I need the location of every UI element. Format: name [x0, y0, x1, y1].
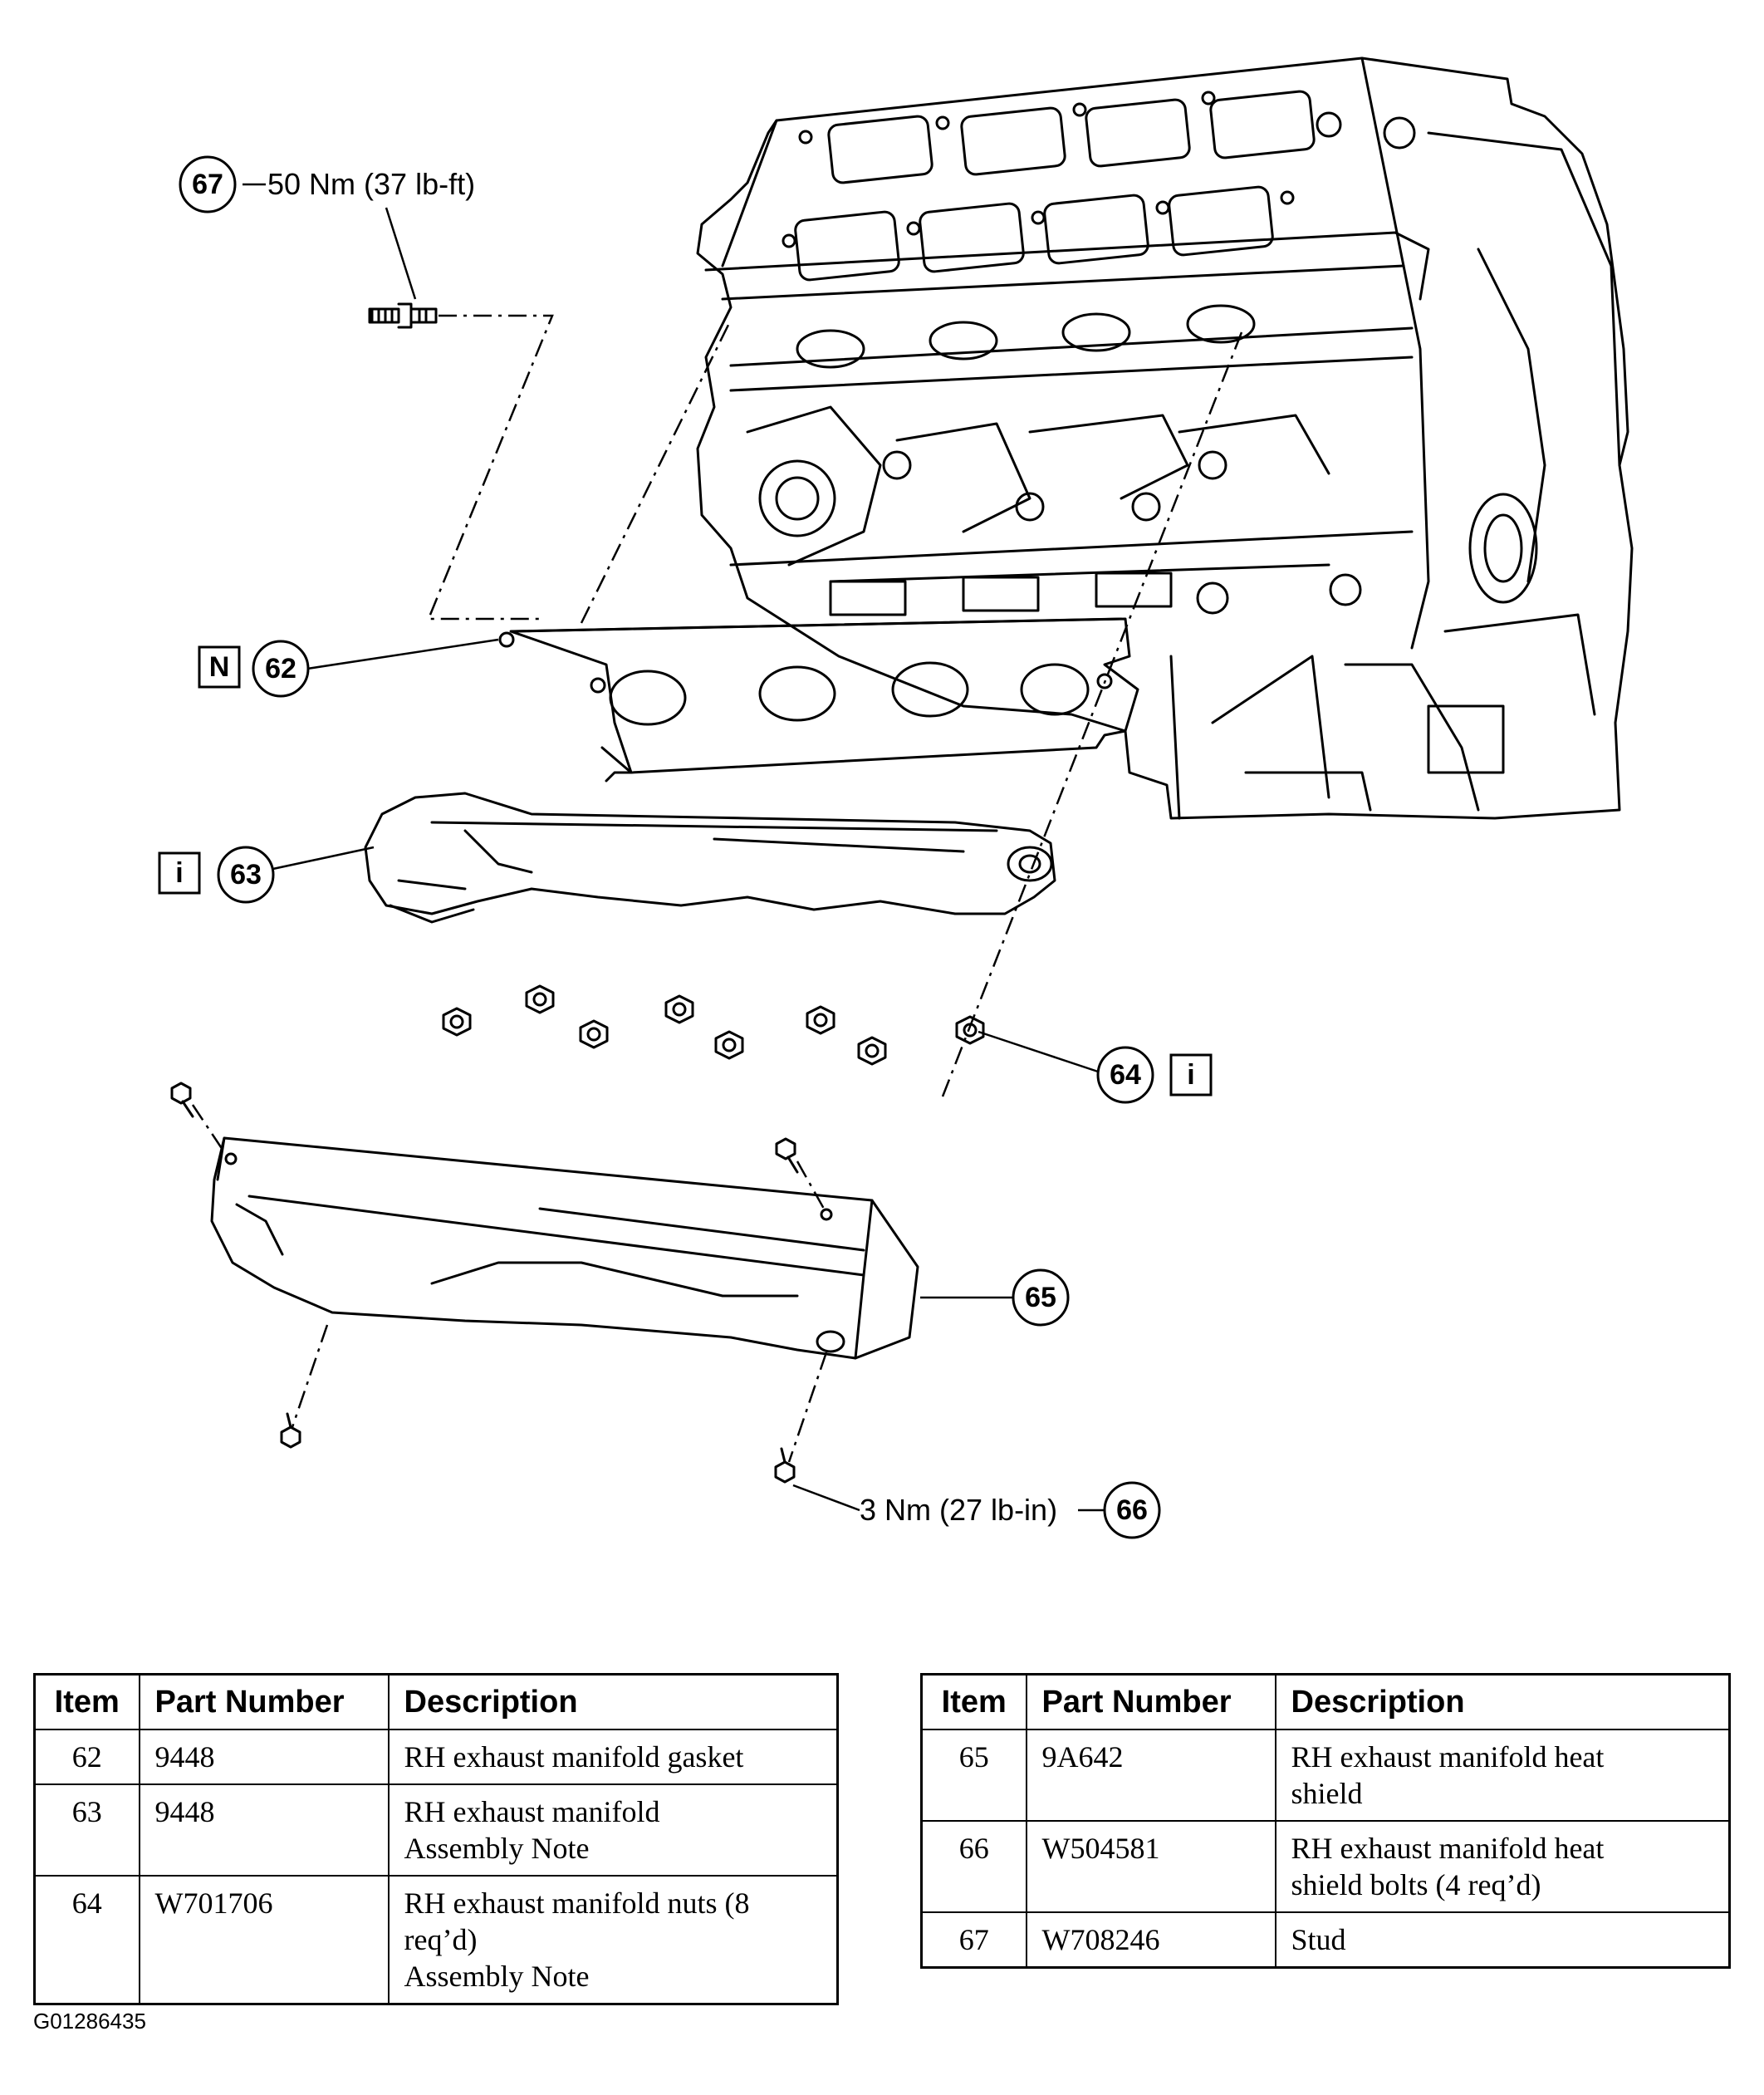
alignment-lines — [191, 314, 1243, 1463]
cell-description: RH exhaust manifold gasket — [387, 1729, 839, 1785]
leader-lines — [243, 183, 1105, 1512]
svg-text:i: i — [175, 857, 183, 889]
heat-shield-illustration — [210, 1136, 919, 1360]
header-item: Item — [33, 1673, 140, 1730]
svg-text:i: i — [1187, 1059, 1194, 1091]
description-line: req’d) — [404, 1923, 478, 1956]
header-part-number: Part Number — [138, 1673, 390, 1730]
header-description: Description — [387, 1673, 839, 1730]
callout-62: N 62 — [198, 640, 310, 698]
cell-description: RH exhaust manifold nuts (8 req’d) Assem… — [387, 1875, 839, 2005]
cell-part-number: 9448 — [138, 1729, 390, 1785]
header-item: Item — [920, 1673, 1027, 1730]
callout-63: i 63 — [158, 846, 275, 904]
description-line: RH exhaust manifold nuts (8 — [404, 1886, 750, 1920]
exhaust-manifold-illustration — [364, 792, 1056, 924]
exploded-view-diagram: 67 50 Nm (37 lb-ft) N 62 i 63 64 i 65 3 … — [158, 56, 1634, 1539]
svg-text:65: 65 — [1025, 1282, 1056, 1313]
header-part-number: Part Number — [1025, 1673, 1276, 1730]
svg-text:66: 66 — [1116, 1494, 1148, 1526]
description-line: RH exhaust manifold — [404, 1795, 660, 1828]
cell-part-number: W708246 — [1025, 1911, 1276, 1969]
table-row: 64 W701706 RH exhaust manifold nuts (8 r… — [33, 1875, 839, 2005]
table-row: 67 W708246 Stud — [920, 1911, 1731, 1969]
heat-shield-bolts-illustration — [170, 1082, 799, 1484]
cell-part-number: 9A642 — [1025, 1729, 1276, 1822]
table-row: 62 9448 RH exhaust manifold gasket — [33, 1729, 839, 1785]
svg-text:3 Nm (27 lb-in): 3 Nm (27 lb-in) — [860, 1493, 1057, 1527]
cell-part-number: W701706 — [138, 1875, 390, 2005]
cell-description: RH exhaust manifold heat shield — [1274, 1729, 1731, 1822]
parts-table-left: Item Part Number Description 62 9448 RH … — [33, 1673, 839, 2005]
cell-part-number: 9448 — [138, 1783, 390, 1877]
cell-description: RH exhaust manifold heat shield bolts (4… — [1274, 1820, 1731, 1913]
svg-text:50 Nm (37 lb-ft): 50 Nm (37 lb-ft) — [267, 167, 475, 201]
engine-block-illustration — [696, 56, 1634, 820]
callout-65: 65 — [1012, 1268, 1070, 1327]
description-line: RH exhaust manifold gasket — [404, 1740, 744, 1774]
table-header-row: Item Part Number Description — [920, 1673, 1731, 1730]
cell-item: 63 — [33, 1783, 140, 1877]
svg-text:N: N — [209, 651, 230, 683]
description-line: Stud — [1291, 1923, 1346, 1956]
cell-item: 65 — [920, 1729, 1027, 1822]
description-line: Assembly Note — [404, 1832, 590, 1865]
description-line: shield — [1291, 1777, 1363, 1810]
callout-66: 3 Nm (27 lb-in) 66 — [860, 1481, 1161, 1539]
description-line: Assembly Note — [404, 1960, 590, 1993]
svg-text:64: 64 — [1110, 1059, 1141, 1091]
table-row: 66 W504581 RH exhaust manifold heat shie… — [920, 1820, 1731, 1913]
header-description: Description — [1274, 1673, 1731, 1730]
svg-text:63: 63 — [230, 859, 262, 890]
cell-description: Stud — [1274, 1911, 1731, 1969]
callout-64: 64 i — [1096, 1046, 1213, 1104]
svg-text:62: 62 — [265, 653, 296, 684]
cell-part-number: W504581 — [1025, 1820, 1276, 1913]
manifold-nuts-illustration — [442, 984, 985, 1066]
table-row: 63 9448 RH exhaust manifold Assembly Not… — [33, 1783, 839, 1877]
cell-item: 66 — [920, 1820, 1027, 1913]
svg-text:67: 67 — [192, 169, 223, 200]
description-line: RH exhaust manifold heat — [1291, 1740, 1605, 1774]
stud-illustration — [368, 302, 438, 329]
cell-item: 67 — [920, 1911, 1027, 1969]
description-line: shield bolts (4 req’d) — [1291, 1868, 1541, 1901]
table-header-row: Item Part Number Description — [33, 1673, 839, 1730]
parts-table-right: Item Part Number Description 65 9A642 RH… — [920, 1673, 1731, 1969]
callout-67: 67 50 Nm (37 lb-ft) — [179, 155, 475, 213]
exhaust-manifold-gasket-illustration — [498, 617, 1139, 783]
description-line: RH exhaust manifold heat — [1291, 1832, 1605, 1865]
cell-item: 64 — [33, 1875, 140, 2005]
cell-description: RH exhaust manifold Assembly Note — [387, 1783, 839, 1877]
table-row: 65 9A642 RH exhaust manifold heat shield — [920, 1729, 1731, 1822]
figure-id: G01286435 — [33, 2009, 146, 2034]
cell-item: 62 — [33, 1729, 140, 1785]
